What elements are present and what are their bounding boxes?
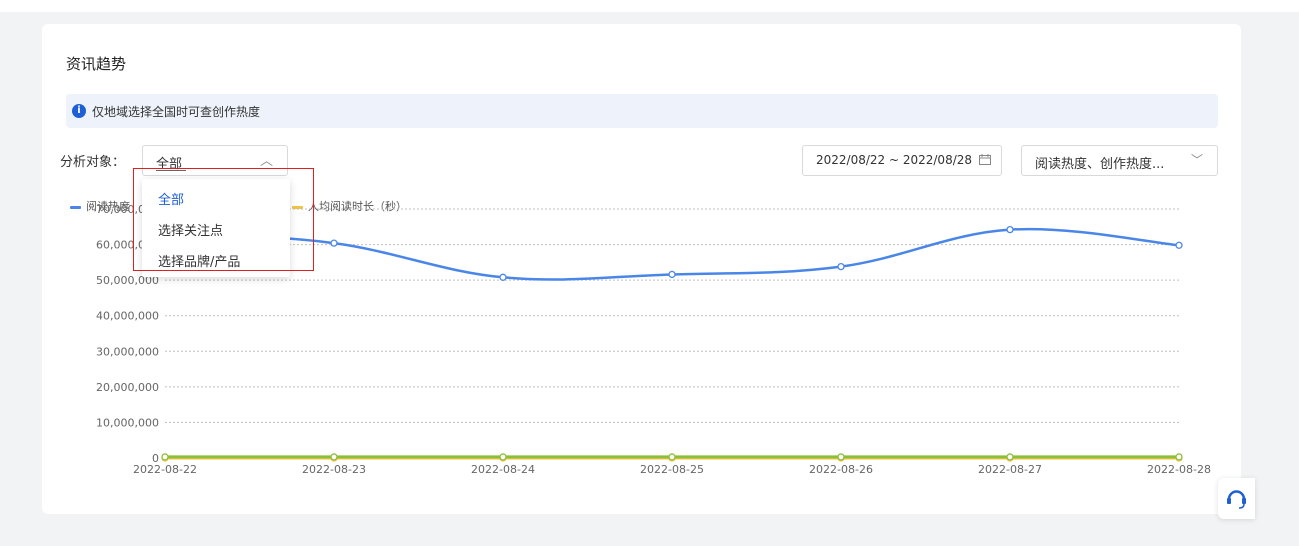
series-point-1 bbox=[668, 453, 676, 461]
series-point-0 bbox=[330, 239, 338, 247]
series-point-1 bbox=[499, 453, 507, 461]
series-point-0 bbox=[1006, 225, 1014, 234]
trend-card: 资讯趋势 i 仅地域选择全国时可查创作热度 分析对象： 全部 ︿ 2022/08… bbox=[42, 24, 1241, 514]
metric-select[interactable]: 阅读热度、创作热度... ﹀ bbox=[1021, 145, 1218, 176]
legend-item-read[interactable]: 阅读热度 bbox=[70, 198, 130, 214]
calendar-icon bbox=[979, 154, 991, 165]
legend-label-time: 人均阅读时长（秒） bbox=[308, 200, 407, 213]
series-point-1 bbox=[1175, 453, 1183, 461]
series-point-0 bbox=[668, 270, 676, 279]
metric-select-value: 阅读热度、创作热度... bbox=[1035, 157, 1165, 172]
date-range-picker[interactable]: 2022/08/22 ~ 2022/08/28 bbox=[802, 145, 1002, 176]
x-tick-label: 2022-08-25 bbox=[640, 463, 704, 476]
series-point-0 bbox=[1175, 241, 1183, 249]
series-point-1 bbox=[837, 453, 845, 461]
x-tick-label: 2022-08-27 bbox=[978, 463, 1042, 476]
y-tick-label: 30,000,000 bbox=[96, 345, 159, 358]
y-tick-label: 50,000,000 bbox=[96, 274, 159, 287]
series-point-0 bbox=[499, 273, 507, 281]
chevron-up-icon: ︿ bbox=[259, 154, 273, 169]
dropdown-option-focus[interactable]: 选择关注点 bbox=[158, 224, 224, 239]
top-band bbox=[0, 0, 1299, 12]
target-select[interactable]: 全部 ︿ bbox=[142, 145, 288, 176]
notice-text: 仅地域选择全国时可查创作热度 bbox=[92, 105, 261, 119]
legend-item-time[interactable]: 人均阅读时长（秒） bbox=[292, 198, 407, 214]
y-tick-label: 0 bbox=[152, 452, 159, 465]
series-point-1 bbox=[330, 453, 338, 461]
card-title: 资讯趋势 bbox=[66, 55, 127, 73]
y-tick-label: 40,000,000 bbox=[96, 310, 159, 323]
help-button[interactable] bbox=[1218, 478, 1255, 519]
dropdown-option-all[interactable]: 全部 bbox=[158, 193, 185, 208]
x-tick-label: 2022-08-26 bbox=[809, 463, 873, 476]
headset-icon bbox=[1227, 490, 1246, 509]
info-icon: i bbox=[72, 104, 86, 118]
legend-swatch-time bbox=[292, 205, 303, 209]
target-select-underline bbox=[156, 170, 186, 171]
dropdown-option-brand[interactable]: 选择品牌/产品 bbox=[158, 255, 241, 270]
legend-swatch-read bbox=[70, 205, 81, 209]
trend-chart: 0 10,000,000 20,000,000 30,000,000 40,000,00… bbox=[96, 203, 1211, 476]
series-point-1 bbox=[1006, 453, 1014, 461]
chevron-down-icon: ﹀ bbox=[1190, 153, 1203, 167]
x-tick-label: 2022-08-23 bbox=[302, 463, 366, 476]
x-tick-label: 2022-08-22 bbox=[133, 463, 197, 476]
x-tick-label: 2022-08-28 bbox=[1147, 463, 1211, 476]
target-label: 分析对象： bbox=[60, 155, 126, 170]
target-dropdown: 全部 选择关注点 选择品牌/产品 bbox=[142, 179, 290, 277]
series-point-1 bbox=[161, 453, 169, 461]
y-tick-label: 10,000,000 bbox=[96, 416, 159, 429]
legend-label-read: 阅读热度 bbox=[86, 200, 130, 213]
date-range-value: 2022/08/22 ~ 2022/08/28 bbox=[816, 153, 973, 167]
notice-banner: i 仅地域选择全国时可查创作热度 bbox=[66, 94, 1218, 128]
y-tick-label: 20,000,000 bbox=[96, 381, 159, 394]
series-point-0 bbox=[837, 262, 845, 271]
x-tick-label: 2022-08-24 bbox=[471, 463, 535, 476]
